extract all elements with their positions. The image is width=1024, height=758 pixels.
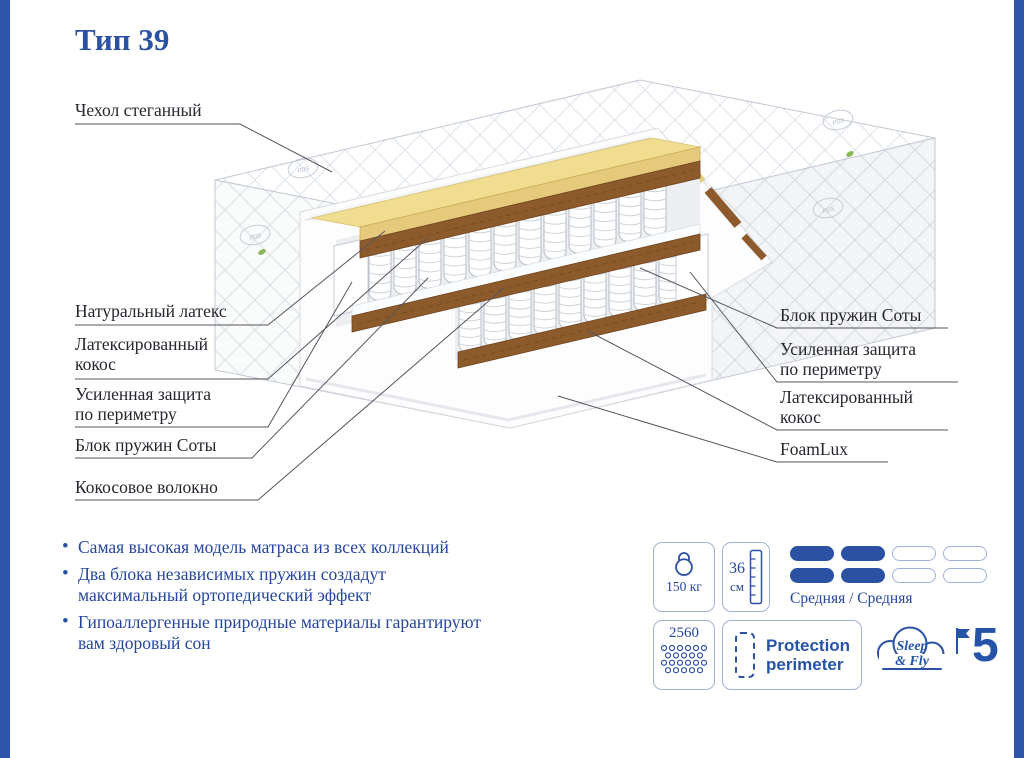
svg-text:eos: eos (296, 162, 310, 174)
warranty-badge: 5 (954, 618, 1010, 688)
height-unit: см (730, 578, 744, 594)
leader-spring-block-right (639, 267, 948, 329)
cloud-icon (877, 626, 945, 670)
label-spring-block-right: Блок пружин Соты (780, 305, 922, 325)
fabric-logo-eos: eos eos eos eos (239, 109, 854, 255)
left-accent-bar (0, 0, 10, 758)
weight-limit-value: 150 кг (666, 579, 702, 594)
wall-coconut-edge (704, 187, 742, 228)
protection-line1: Protection (766, 636, 851, 655)
springs-count-value: 2560 (669, 625, 699, 641)
page-title: Тип 39 (75, 22, 170, 57)
brand-line2: & Fly (895, 654, 930, 669)
firmness-pill (892, 546, 936, 561)
svg-text:eos: eos (831, 114, 845, 126)
label-coconut-fiber: Кокосовое волокно (75, 477, 218, 497)
leader-quilted-cover (75, 123, 333, 173)
leader-natural-latex (75, 230, 386, 326)
leader-lines (75, 123, 958, 501)
spring-dots-icon (660, 644, 708, 674)
firmness-pill (892, 568, 936, 583)
wall-coconut-edge-2 (741, 233, 767, 261)
leader-foamlux (557, 395, 888, 463)
firmness-pill (841, 546, 885, 561)
feature-item: Самая высокая модель матраса из всех кол… (62, 536, 647, 559)
weight-limit-box: 150 кг (653, 542, 715, 612)
brand-logo-cloud: Sleep & Fly (877, 626, 945, 670)
leader-latex-coconut-right (587, 330, 948, 431)
firmness-row (790, 568, 987, 583)
height-value: 36 (729, 559, 745, 577)
svg-text:eos: eos (821, 202, 835, 214)
warranty-years: 5 (972, 619, 999, 672)
brand-line1: Sleep (896, 639, 927, 654)
mattress-height-box: 36 см (722, 542, 770, 612)
springs-count-box: 2560 (653, 620, 715, 690)
dashed-perimeter-icon (735, 632, 755, 678)
leader-coconut-fiber (75, 286, 506, 501)
firmness-pill (841, 568, 885, 583)
leader-spring-block-left (75, 277, 429, 459)
label-latex-coconut-right: Латексированный кокос (780, 387, 913, 427)
firmness-label: Средняя / Средняя (790, 590, 913, 607)
firmness-pill (790, 546, 834, 561)
flag-icon (956, 628, 970, 654)
protection-perimeter-badge: Protection perimeter (722, 620, 862, 690)
right-accent-bar (1014, 0, 1024, 758)
leader-perimeter-right (689, 271, 958, 383)
leader-perimeter-left (75, 281, 353, 428)
base-seam (305, 373, 707, 422)
ruler-icon (749, 549, 763, 605)
leaf-icon (846, 151, 854, 157)
feature-item: Гипоаллергенные природные материалы гара… (62, 611, 647, 655)
firmness-indicator: Средняя / Средняя (790, 546, 987, 608)
label-perimeter-right: Усиленная защита по периметру (780, 339, 916, 379)
label-spring-block-left: Блок пружин Соты (75, 435, 217, 455)
kettlebell-icon (675, 552, 693, 576)
label-natural-latex: Натуральный латекс (75, 301, 227, 321)
protection-line2: perimeter (766, 655, 844, 674)
svg-text:eos: eos (248, 229, 262, 241)
features-list: Самая высокая модель матраса из всех кол… (62, 536, 647, 660)
label-quilted-cover: Чехол стеганный (75, 100, 202, 120)
firmness-pill (943, 568, 987, 583)
firmness-pill (943, 546, 987, 561)
feature-item: Два блока независимых пружин создадут ма… (62, 563, 647, 607)
firmness-row (790, 546, 987, 561)
leaf-icon (258, 249, 266, 255)
leader-latex-coconut-left (75, 237, 429, 380)
cutaway (299, 127, 773, 429)
label-latex-coconut-left: Латексированный кокос (75, 334, 208, 374)
label-perimeter-left: Усиленная защита по периметру (75, 384, 211, 424)
coconut-layer-top (359, 160, 701, 259)
label-foamlux: FoamLux (780, 439, 849, 459)
firmness-pill (790, 568, 834, 583)
